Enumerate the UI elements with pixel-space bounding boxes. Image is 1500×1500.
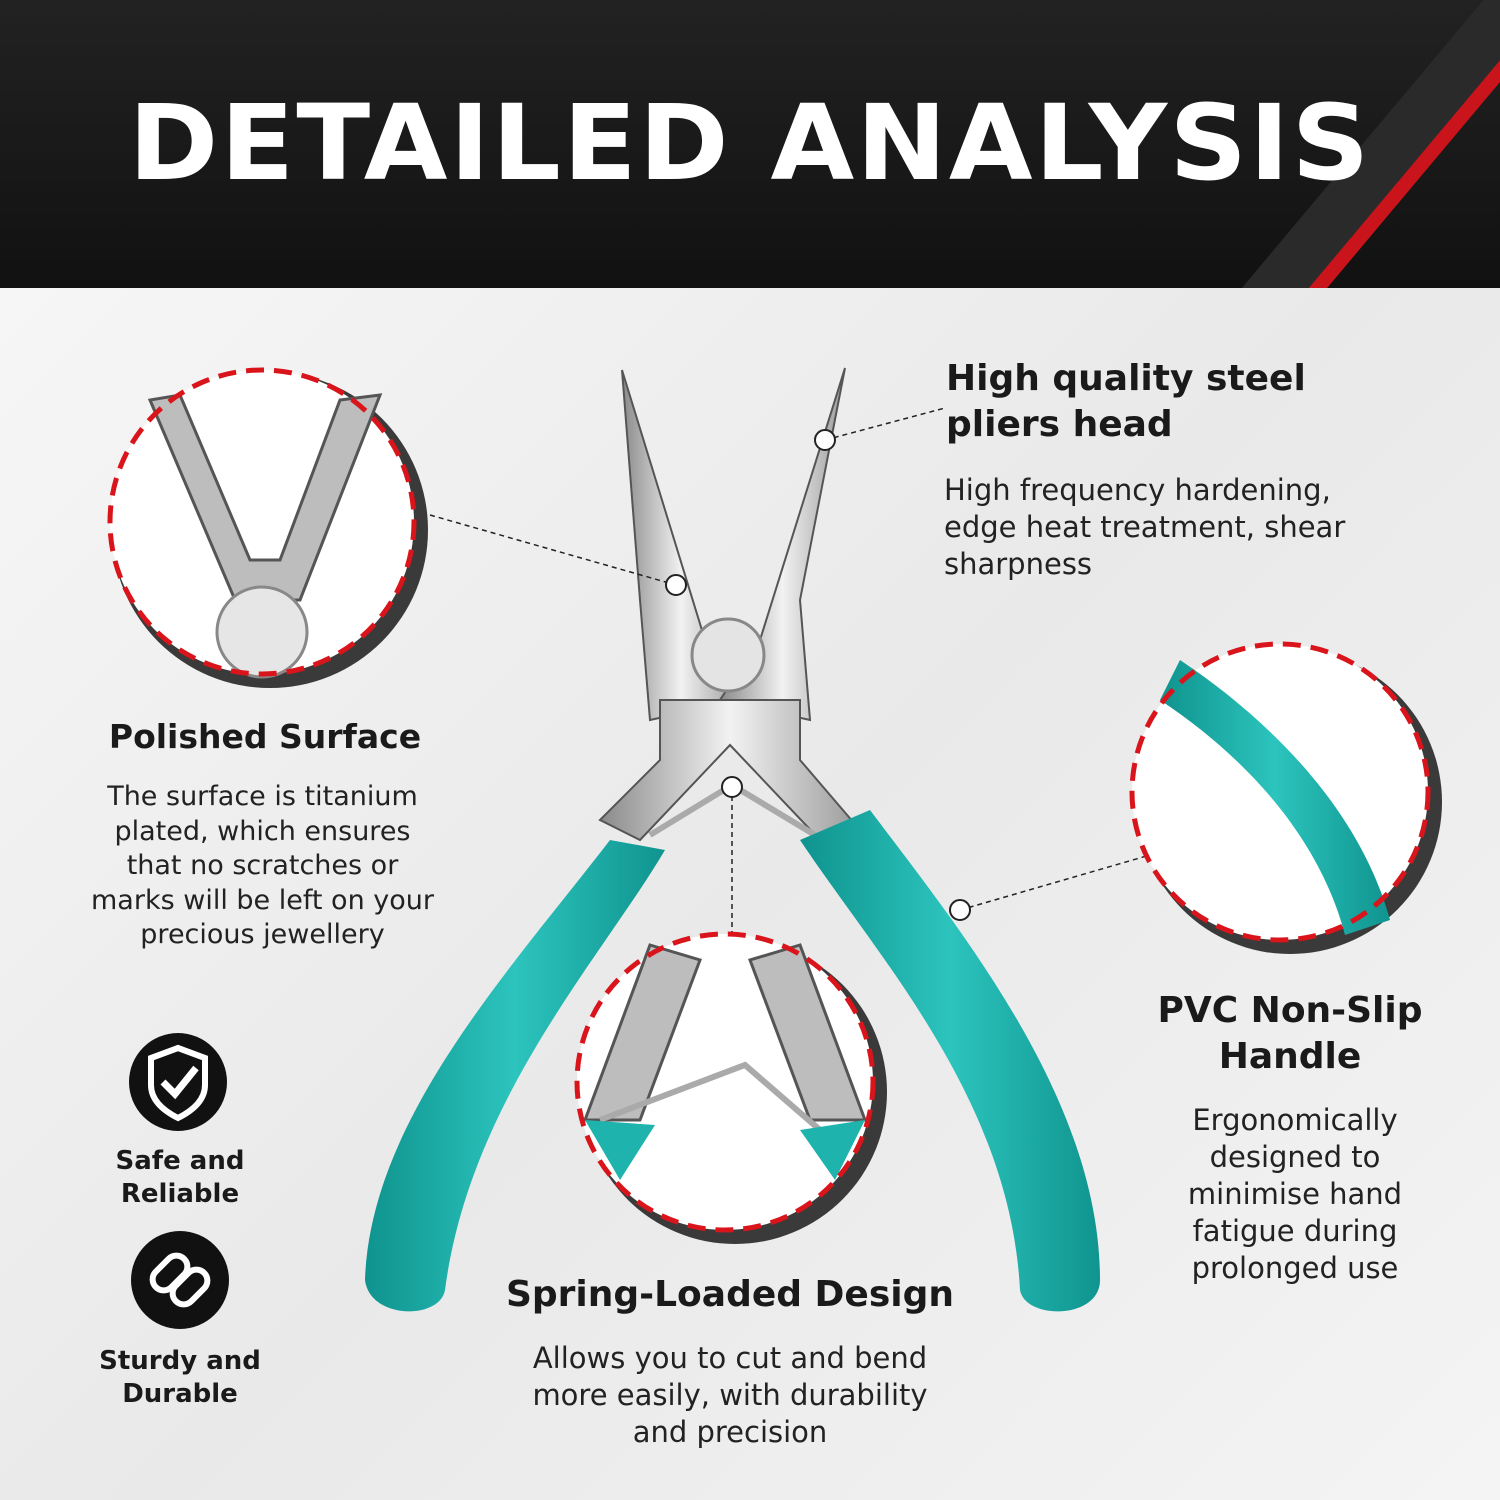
badge-sturdy-durable: Sturdy and Durable <box>99 1346 261 1409</box>
feature-desc-handle: Ergonomically designed to minimise hand … <box>1187 1103 1403 1285</box>
feature-title-surface: Polished Surface <box>108 717 422 756</box>
feature-desc-surface: The surface is titanium plated, which en… <box>91 781 434 950</box>
pliers-head <box>598 367 862 842</box>
badge-safe-reliable: Safe and Reliable <box>115 1146 245 1209</box>
pliers-handles <box>365 810 1100 1312</box>
header-banner: DETAILED ANALYSIS <box>0 0 1500 288</box>
callout-lines <box>429 407 1151 935</box>
zoom-circle-handle <box>1129 641 1442 954</box>
callout-dots <box>665 429 971 921</box>
feature-desc-spring: Allows you to cut and bend more easily, … <box>532 1341 928 1449</box>
feature-title-spring: Spring-Loaded Design <box>505 1274 955 1315</box>
page-title: DETAILED ANALYSIS <box>128 82 1372 204</box>
zoom-circle-spring <box>574 931 887 1244</box>
feature-title-handle: PVC Non-Slip Handle <box>1157 990 1423 1077</box>
feature-desc-head: High frequency hardening, edge heat trea… <box>944 473 1346 581</box>
zoom-circle-head <box>107 367 428 688</box>
shield-check-icon <box>129 1033 227 1131</box>
chain-link-icon <box>131 1231 229 1329</box>
feature-title-head: High quality steel pliers head <box>946 358 1306 445</box>
